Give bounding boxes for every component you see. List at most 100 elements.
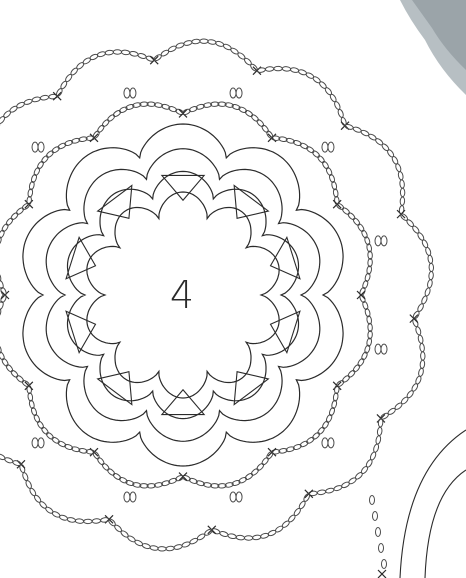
chain-stitch-icon xyxy=(36,420,44,429)
chain-stitch-icon xyxy=(244,472,253,480)
chain-stitch-icon xyxy=(92,130,100,139)
chain-stitch-icon xyxy=(341,207,350,216)
chain-stitch-icon xyxy=(228,533,237,539)
chain-stitch-icon xyxy=(429,271,434,280)
chain-stitch-icon xyxy=(399,180,404,189)
chain-arc-inner xyxy=(0,200,33,296)
chain-stitch-icon xyxy=(219,531,228,538)
chain-stitch-icon xyxy=(337,109,344,118)
chain-arc-outer xyxy=(0,92,61,171)
chain-stitch-icon xyxy=(312,431,321,440)
chain-stitch-icon xyxy=(32,96,41,102)
chain-stitch-icon xyxy=(265,66,274,71)
chain-stitch-icon xyxy=(425,247,432,256)
chain-stitch-icon xyxy=(15,375,24,384)
triangle-inset-icon xyxy=(234,372,268,405)
chain-stitch-icon xyxy=(256,119,265,128)
chain-stitch-icon xyxy=(96,124,105,133)
chain-arc-inner xyxy=(335,202,372,299)
single-crochet-icon xyxy=(378,570,386,578)
chain-stitch-icon xyxy=(398,171,404,180)
chain-stitch-icon xyxy=(417,335,423,344)
chain-stitch-icon xyxy=(175,42,184,49)
chain-stitch-icon xyxy=(373,512,378,521)
chain-stitch-icon xyxy=(418,368,424,377)
chain-stitch-icon xyxy=(112,472,121,480)
chain-arc-inner xyxy=(333,294,372,390)
picot-icon xyxy=(322,438,334,448)
chain-arc-outer xyxy=(0,372,22,467)
chain-stitch-icon xyxy=(57,440,66,448)
chain-stitch-icon xyxy=(67,517,76,523)
chain-stitch-icon xyxy=(45,431,54,440)
chain-stitch-icon xyxy=(250,468,259,477)
chain-stitch-icon xyxy=(129,51,138,57)
chain-stitch-icon xyxy=(378,418,383,427)
chain-arc-outer xyxy=(153,39,261,75)
triangle-inset-icon xyxy=(270,237,299,278)
chain-stitch-icon xyxy=(266,451,274,460)
chain-arc-outer xyxy=(17,460,109,523)
triangle-inset-icon xyxy=(98,185,132,218)
triangle-inset-icon xyxy=(270,311,299,352)
chain-stitch-icon xyxy=(429,263,434,272)
chain-arc-outer xyxy=(257,66,349,129)
chain-stitch-icon xyxy=(325,414,333,423)
chain-stitch-icon xyxy=(419,343,424,352)
chain-arc-outer xyxy=(55,50,158,97)
chain-stitch-icon xyxy=(352,364,361,373)
chain-stitch-icon xyxy=(375,435,381,444)
chain-stitch-icon xyxy=(15,207,24,216)
chain-stitch-icon xyxy=(5,217,14,226)
chain-stitch-icon xyxy=(333,485,342,492)
triangle-inset-icon xyxy=(98,372,132,405)
chain-stitch-icon xyxy=(236,535,245,540)
triangle-inset-icon xyxy=(162,390,204,415)
adjacent-motif-fragment xyxy=(370,430,466,578)
picot-icon xyxy=(32,438,44,448)
chain-stitch-icon xyxy=(40,426,49,435)
chain-stitch-icon xyxy=(96,457,105,466)
chain-stitch-icon xyxy=(244,536,252,540)
chain-stitch-icon xyxy=(97,51,106,58)
chain-stitch-icon xyxy=(92,518,101,523)
triangle-inset-icon xyxy=(66,237,95,278)
chain-stitch-icon xyxy=(23,98,32,105)
chain-stitch-icon xyxy=(45,150,54,159)
single-crochet-icon xyxy=(357,291,365,299)
chain-stitch-icon xyxy=(40,155,49,164)
picot-icon xyxy=(32,142,44,152)
chain-stitch-icon xyxy=(238,106,247,114)
triangle-inset-icon xyxy=(234,185,268,218)
chain-stitch-icon xyxy=(0,115,6,124)
chain-stitch-icon xyxy=(51,146,60,154)
chain-stitch-icon xyxy=(183,40,192,46)
chain-arc-inner xyxy=(271,136,341,209)
chain-arc-inner xyxy=(25,382,95,455)
chain-stitch-icon xyxy=(317,489,326,495)
chain-stitch-icon xyxy=(341,375,350,384)
chain-arc-inner xyxy=(179,451,274,489)
picot-icon xyxy=(230,88,242,98)
chain-stitch-icon xyxy=(400,188,405,196)
chain-stitch-icon xyxy=(84,519,92,523)
chain-stitch-icon xyxy=(424,287,431,296)
adjacent-scallop xyxy=(425,470,466,578)
chain-stitch-icon xyxy=(282,66,291,71)
chain-stitch-icon xyxy=(261,124,270,133)
chain-stitch-icon xyxy=(381,143,390,152)
chain-stitch-icon xyxy=(137,53,146,60)
chain-arc-inner xyxy=(90,448,184,488)
photo-corner-texture xyxy=(400,0,466,95)
chain-stitch-icon xyxy=(357,358,365,367)
picot-icon xyxy=(124,492,136,502)
chain-stitch-icon xyxy=(421,352,426,360)
chain-stitch-icon xyxy=(321,420,329,429)
chain-stitch-icon xyxy=(400,197,405,206)
picot-icon xyxy=(375,344,387,354)
chain-stitch-icon xyxy=(1,223,9,232)
chain-stitch-icon xyxy=(352,126,361,133)
chain-stitch-icon xyxy=(373,444,380,453)
chain-stitch-icon xyxy=(360,465,369,474)
chain-stitch-icon xyxy=(357,223,365,232)
